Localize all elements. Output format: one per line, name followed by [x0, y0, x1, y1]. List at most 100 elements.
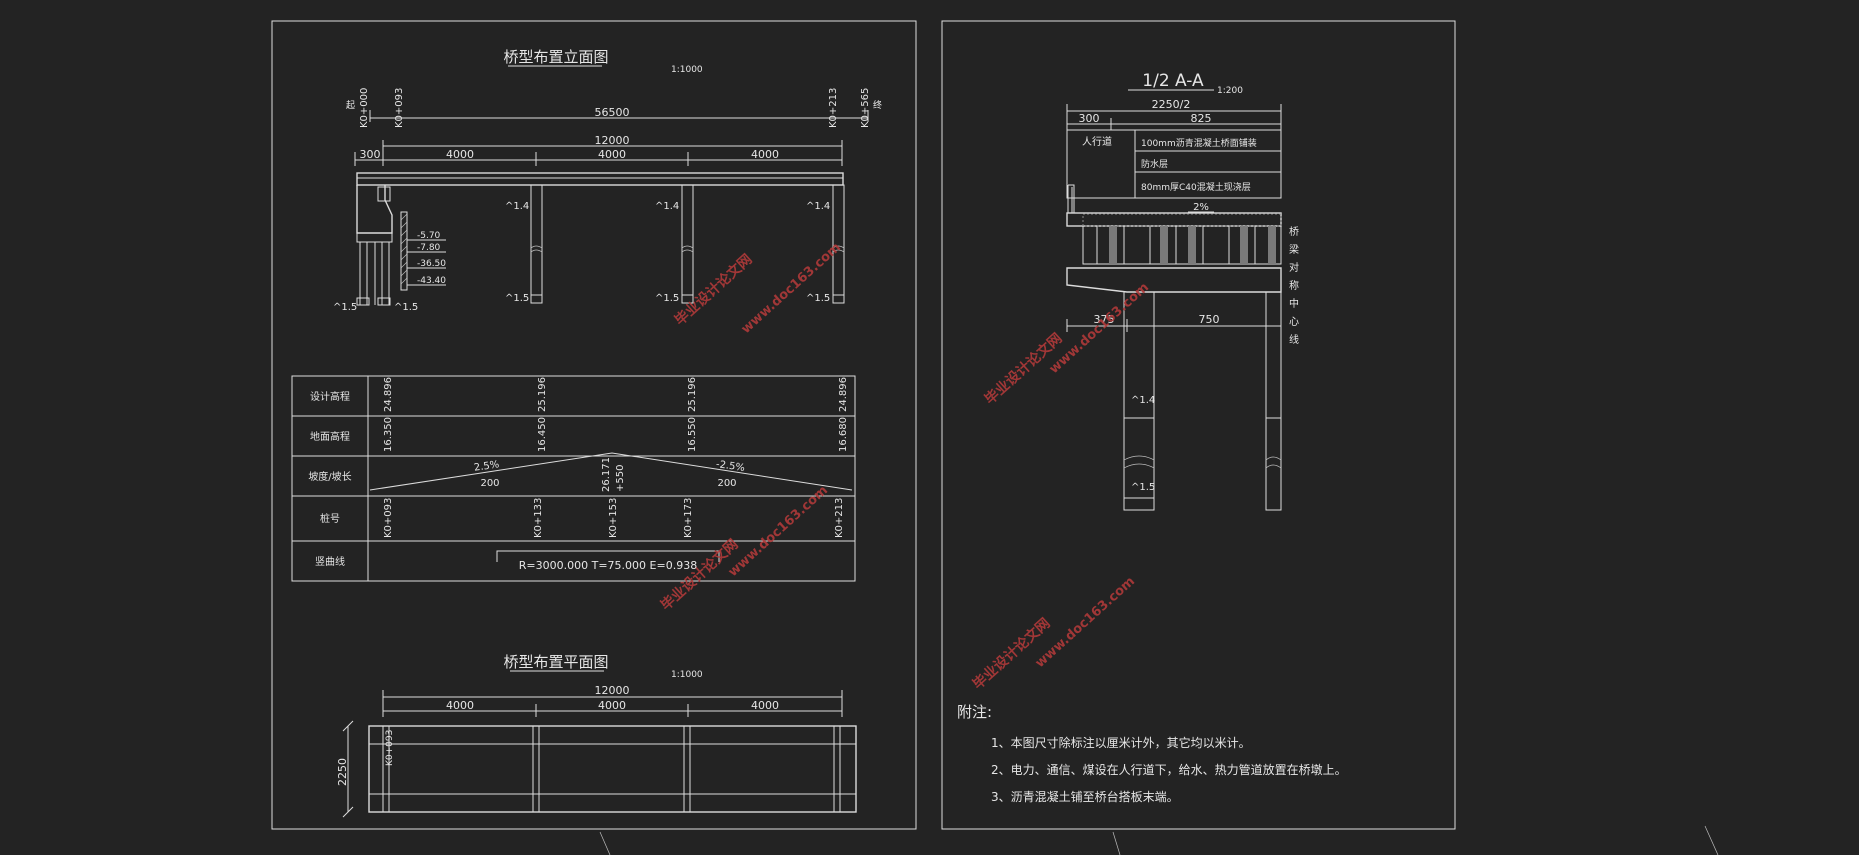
sidewalk-width: 300 — [1079, 112, 1100, 125]
centerline-glyph: 心 — [1289, 316, 1299, 328]
design-elev-1: 24.896 — [383, 377, 394, 412]
pier-3 — [832, 184, 845, 304]
plan-total: 12000 — [595, 684, 630, 697]
pier-column-right — [1265, 291, 1282, 511]
station-4: K0+173 — [683, 498, 694, 538]
pier-base-tag-2: ^1.5 — [655, 293, 679, 304]
left-sheet-frame — [271, 20, 917, 830]
design-elev-4: 24.896 — [838, 377, 849, 412]
ground-elev-2: 16.450 — [537, 417, 548, 452]
row-design-elev: 设计高程 — [310, 390, 350, 403]
grade-line — [369, 452, 853, 491]
abut-tag-2: ^1.5 — [394, 302, 418, 313]
deck-width: 825 — [1191, 112, 1212, 125]
watermark-url: www.doc163.com — [739, 240, 844, 337]
level-3: -36.50 — [417, 259, 446, 269]
ground-elev-3: 16.550 — [687, 417, 698, 452]
row-curve: 竖曲线 — [315, 555, 345, 568]
station-3: K0+153 — [608, 498, 619, 538]
level-1: -5.70 — [417, 231, 441, 241]
span-1-dim: 4000 — [446, 148, 474, 161]
elevation-title: 桥型布置立面图 — [503, 48, 608, 66]
plan-view: 桥型布置平面图 1:1000 12000 4000 4000 4000 K0+0… — [336, 653, 857, 818]
pile-tag-1: ^1.4 — [1131, 395, 1155, 406]
centerline-label: 桥 梁 对 称 中 心 线 — [1289, 226, 1299, 346]
plan-deck — [368, 725, 857, 813]
ground-elev-4: 16.680 — [838, 417, 849, 452]
span-3-dim: 4000 — [751, 148, 779, 161]
design-elev-2: 25.196 — [537, 377, 548, 412]
centerline-glyph: 梁 — [1289, 243, 1299, 256]
centerline-glyph: 中 — [1289, 297, 1299, 310]
peak-elev: 26.171 — [601, 457, 612, 492]
end-left-label: 起 — [346, 100, 355, 111]
plan-scale: 1:1000 — [671, 670, 703, 680]
bridge-deck — [356, 172, 844, 186]
elevation-view: 桥型布置立面图 1:1000 起 K0+000 K0+093 K0+213 K0… — [333, 48, 882, 313]
hollow-girders — [1082, 213, 1282, 265]
len-left: 200 — [480, 478, 499, 489]
cap-left: 375 — [1094, 313, 1115, 326]
note-3: 3、沥青混凝土铺至桥台搭板末端。 — [991, 789, 1179, 804]
layer-2: 防水层 — [1141, 158, 1168, 170]
note-1: 1、本图尺寸除标注以厘米计外，其它均以米计。 — [991, 735, 1251, 750]
pier-tag-3: ^1.4 — [806, 201, 830, 212]
centerline-glyph: 线 — [1289, 333, 1299, 346]
level-2: -7.80 — [417, 243, 441, 253]
station-1: K0+093 — [383, 498, 394, 538]
pile-tag-2: ^1.5 — [1131, 482, 1155, 493]
slope: 2% — [1193, 202, 1209, 213]
row-grade: 坡度/坡长 — [308, 470, 351, 483]
vertical-curve-params: R=3000.000 T=75.000 E=0.938 — [519, 559, 697, 572]
watermark-url: www.doc163.com — [726, 483, 831, 580]
abutment-dim: 300 — [360, 148, 381, 161]
half-width: 2250/2 — [1152, 98, 1191, 111]
station-right: K0+213 — [828, 88, 839, 128]
notes: 附注: 1、本图尺寸除标注以厘米计外，其它均以米计。 2、电力、通信、煤设在人行… — [957, 703, 1347, 804]
plan-span-3: 4000 — [751, 699, 779, 712]
plan-station: K0+093 — [385, 730, 395, 766]
centerline-glyph: 桥 — [1289, 226, 1299, 238]
span-total: 12000 — [595, 134, 630, 147]
plan-span-2: 4000 — [598, 699, 626, 712]
watermark-cn: 毕业设计论文网 — [671, 251, 755, 329]
row-station: 桩号 — [320, 512, 340, 525]
pier-column — [1123, 291, 1155, 511]
section-deck — [1066, 212, 1282, 227]
soil-column — [400, 211, 408, 291]
peak-station: +550 — [615, 465, 626, 492]
station-left: K0+093 — [394, 88, 405, 128]
pier-base-tag-3: ^1.5 — [806, 293, 830, 304]
row-ground-elev: 地面高程 — [310, 430, 350, 443]
ground-elev-1: 16.350 — [383, 417, 394, 452]
section-view: 1/2 A-A 1:200 2250/2 300 825 人行道 100mm沥青… — [1066, 71, 1299, 511]
sidewalk-label: 人行道 — [1082, 135, 1112, 148]
notes-heading: 附注: — [957, 703, 992, 721]
vertical-curve-bracket — [496, 550, 720, 562]
right-sheet-frame — [941, 20, 1456, 830]
grade-right: -2.5% — [715, 459, 745, 474]
cap-right: 750 — [1199, 313, 1220, 326]
len-right: 200 — [717, 478, 736, 489]
span-2-dim: 4000 — [598, 148, 626, 161]
pier-tag-2: ^1.4 — [655, 201, 679, 212]
centerline-glyph: 称 — [1289, 279, 1299, 292]
watermark-url: www.doc163.com — [1047, 280, 1152, 377]
centerline-glyph: 对 — [1289, 261, 1299, 274]
pier-2 — [681, 184, 694, 304]
layer-3: 80mm厚C40混凝土现浇层 — [1141, 181, 1251, 193]
grade-left: 2.5% — [473, 459, 500, 473]
station-end: K0+565 — [860, 88, 871, 128]
pier-1 — [530, 184, 543, 304]
abut-tag-1: ^1.5 — [333, 302, 357, 313]
watermark-cn: 毕业设计论文网 — [657, 536, 741, 614]
plan-width: 2250 — [336, 758, 349, 786]
pier-base-tag-1: ^1.5 — [505, 293, 529, 304]
layer-1: 100mm沥青混凝土桥面铺装 — [1141, 137, 1257, 149]
total-length: 56500 — [595, 106, 630, 119]
plan-title: 桥型布置平面图 — [503, 653, 608, 671]
level-4: -43.40 — [417, 276, 446, 286]
section-scale: 1:200 — [1217, 86, 1243, 96]
end-right-label: 终 — [873, 99, 882, 111]
